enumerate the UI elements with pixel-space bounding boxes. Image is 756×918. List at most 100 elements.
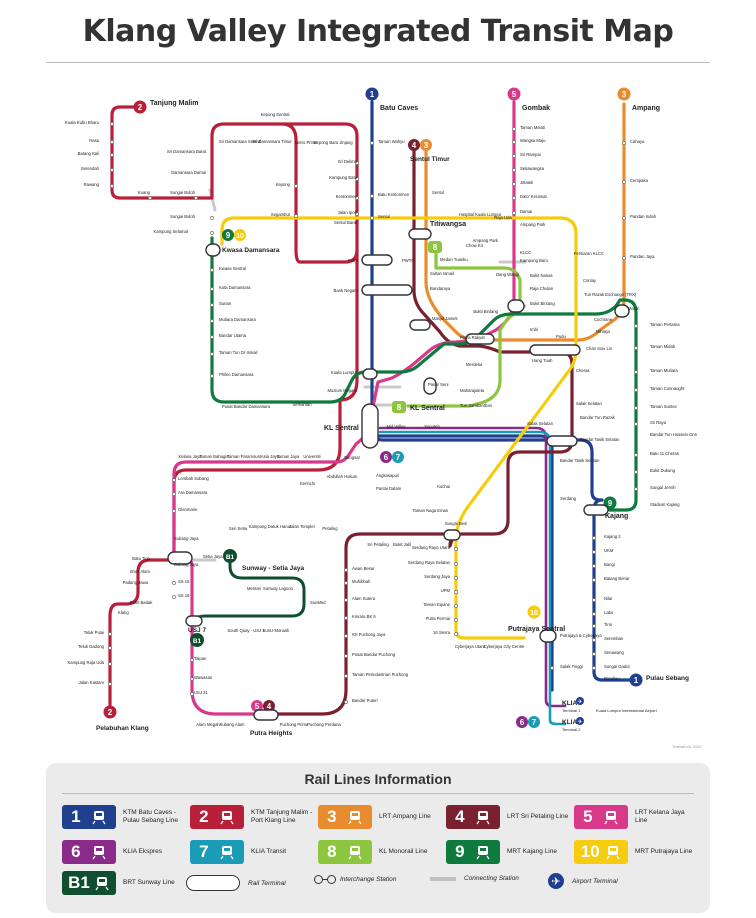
station-klang[interactable]: Klang xyxy=(118,610,129,615)
station-upm[interactable]: UPM xyxy=(441,588,451,593)
station-bandar-utama[interactable]: Bandar Utama xyxy=(219,333,247,338)
station-kuchai[interactable]: Kuchai xyxy=(437,484,450,489)
station-bandar-tun-hussein-onn[interactable]: Bandar Tun Hussein Onn xyxy=(650,432,698,437)
station-jinjang[interactable]: Jinjang xyxy=(339,140,353,145)
station-imbi[interactable]: Imbi xyxy=(530,327,538,332)
station-surian[interactable]: Surian xyxy=(219,301,232,306)
station-sentul2[interactable]: Sentul xyxy=(432,190,444,195)
lrt-kelana-jaya-line-5[interactable] xyxy=(172,100,516,716)
station-sungai-buloh2[interactable]: Sungai Buloh xyxy=(170,214,196,219)
station-raja-chulan[interactable]: Raja Chulan xyxy=(530,286,554,291)
station-damai[interactable]: Damai xyxy=(520,209,532,214)
station-salak-selatan2[interactable]: Salak Selatan xyxy=(527,421,554,426)
station-ss18[interactable]: SS 18 xyxy=(178,593,190,598)
station-putra-permai[interactable]: Putra Permai xyxy=(426,616,451,621)
station-taman-naga-emas[interactable]: Taman Naga Emas xyxy=(412,508,448,513)
station-kelana-jaya[interactable]: Kelana Jaya xyxy=(178,454,202,459)
station-nilai[interactable]: Nilai xyxy=(604,596,612,601)
station-pusat-bandar-damansara[interactable]: Pusat Bandar Damansara xyxy=(222,404,271,409)
station-seremban[interactable]: Seremban xyxy=(604,636,624,641)
station-sunway-lagoon[interactable]: Sunway Lagoon xyxy=(263,586,294,591)
station-chan-sow-lin[interactable]: Chan Sow Lin xyxy=(586,346,613,351)
station-labu[interactable]: Labu xyxy=(604,610,614,615)
station-serdang-raya-selatan[interactable]: Serdang Raya Selatan xyxy=(408,560,451,565)
station-bandar-tasik-selatan[interactable]: Bandar Tasik Selatan xyxy=(580,437,620,442)
station-glenmarie[interactable]: Glenmarie xyxy=(178,507,198,512)
station-south-quay[interactable]: South Quay - USJ 1 xyxy=(227,628,265,633)
mrt-putrajaya-line-10[interactable] xyxy=(220,216,578,640)
station-bandar-tun-razak[interactable]: Bandar Tun Razak xyxy=(580,415,616,420)
station-ukm[interactable]: UKM xyxy=(604,548,614,553)
station-maharajalela[interactable]: Maharajalela xyxy=(460,388,485,393)
station-sungai-jernih[interactable]: Sungai Jernih xyxy=(650,485,676,490)
station-kepong-baru[interactable]: Kepong Baru xyxy=(314,140,339,145)
station-ampang-park[interactable]: Ampang Park xyxy=(473,238,499,243)
station-kampung-raja-uda[interactable]: Kampung Raja Uda xyxy=(67,660,104,665)
station-sungai-besi[interactable]: Sungai Besi xyxy=(445,521,467,526)
station-ioi-puchong-jaya[interactable]: IOI Puchong Jaya xyxy=(352,632,386,637)
station-kota-damansara[interactable]: Kota Damansara xyxy=(219,285,251,290)
station-angkasapuri[interactable]: Angkasapuri xyxy=(376,473,399,478)
station-hospital-kl[interactable]: Hospital Kuala Lumpur xyxy=(459,212,502,217)
station-bangsar[interactable]: Bangsar xyxy=(344,455,360,460)
station-shah-alam[interactable]: Shah Alam xyxy=(130,569,151,574)
station-kepong[interactable]: Kepong xyxy=(276,182,291,187)
station-ttdi[interactable]: Taman Tun Dr Ismail xyxy=(219,350,257,355)
station-batu-tiga[interactable]: Batu Tiga xyxy=(132,556,150,561)
station-kwasa-sentral[interactable]: Kwasa Sentral xyxy=(219,266,246,271)
station-asia-jaya[interactable]: Asia Jaya xyxy=(261,454,280,459)
station-kerinchi[interactable]: Kerinchi xyxy=(300,481,315,486)
station-sentul[interactable]: Sentul xyxy=(378,214,390,219)
station-serdang-jaya[interactable]: Serdang Jaya xyxy=(424,574,451,579)
station-setiawangsa[interactable]: Setiawangsa xyxy=(520,166,545,171)
station-alam-sutera[interactable]: Alam Sutera xyxy=(352,596,376,601)
station-kentonmen[interactable]: Kentonmen xyxy=(336,194,358,199)
station-subang-jaya[interactable]: Subang Jaya xyxy=(174,536,199,541)
station-bandar-tasik-selatan2[interactable]: Bandar Tasik Selatan xyxy=(560,458,600,463)
station-dato-keramat[interactable]: Dato' Keramat xyxy=(520,194,547,199)
station-bangi[interactable]: Bangi xyxy=(604,562,615,567)
station-sunmed[interactable]: SunMed xyxy=(310,600,326,605)
station-persiaran-klcc[interactable]: Persiaran KLCC xyxy=(574,251,604,256)
station-universiti[interactable]: Universiti xyxy=(303,454,320,459)
station-stadium-kajang[interactable]: Stadium Kajang xyxy=(650,502,680,507)
station-serdang[interactable]: Serdang xyxy=(560,496,577,501)
station-ara-damansara[interactable]: Ara Damansara xyxy=(178,490,208,495)
station-medan-tuanku[interactable]: Medan Tuanku xyxy=(440,257,468,262)
station-sri-raya[interactable]: Sri Raya xyxy=(650,420,667,425)
station-bukit-badak[interactable]: Bukit Badak xyxy=(130,600,153,605)
station-abdullah-hukum[interactable]: Abdullah Hukum xyxy=(327,474,358,479)
station-cahaya[interactable]: Cahaya xyxy=(630,139,645,144)
station-taman-midah[interactable]: Taman Midah xyxy=(650,344,676,349)
station-metro-prima[interactable]: Metro Prima xyxy=(295,140,318,145)
station-senawang[interactable]: Senawang xyxy=(604,650,624,655)
station-batu-11-cheras[interactable]: Batu 11 Cheras xyxy=(650,451,679,456)
station-puchong-prima[interactable]: Puchong Prima xyxy=(280,722,309,727)
station-jalan-kastam[interactable]: Jalan Kastam xyxy=(79,680,105,685)
station-kampung-batu[interactable]: Kampung Batu xyxy=(329,175,357,180)
station-subang-jaya2[interactable]: Subang Jaya xyxy=(174,562,199,567)
interchange-stations[interactable] xyxy=(167,228,630,721)
station-tun-sambanthan[interactable]: Tun Sambanthan xyxy=(460,403,493,408)
station-padang-jawa[interactable]: Padang Jawa xyxy=(123,580,149,585)
station-taman-jaya[interactable]: Taman Jaya xyxy=(277,454,300,459)
station-muzium-negara[interactable]: Muzium Negara xyxy=(327,388,357,393)
station-masjid-jamek[interactable]: Masjid Jamek xyxy=(432,316,459,321)
station-alam-megah[interactable]: Alam Megah xyxy=(196,722,220,727)
station-bandar-puteri[interactable]: Bandar Puteri xyxy=(352,698,378,703)
station-pwtc[interactable]: PWTC xyxy=(402,258,414,263)
station-taman-paramount[interactable]: Taman Paramount xyxy=(227,454,262,459)
station-16-sierra[interactable]: 16 Sierra xyxy=(433,630,451,635)
station-putrajaya-cyberjaya[interactable]: Putrajaya & Cyberjaya xyxy=(560,633,602,638)
station-cheras[interactable]: Cheras xyxy=(576,368,590,373)
station-batu-kentonmen[interactable]: Batu Kentonmen xyxy=(378,192,410,197)
station-jelatek[interactable]: Jelatek xyxy=(520,180,534,185)
station-muhibbah[interactable]: Muhibbah xyxy=(352,579,371,584)
station-chow-kit[interactable]: Chow Kit xyxy=(466,243,484,248)
station-bukit-bintang[interactable]: Bukit Bintang xyxy=(530,301,555,306)
station-bukit-nanas[interactable]: Bukit Nanas xyxy=(530,273,553,278)
station-seputeh[interactable]: Seputeh xyxy=(424,424,440,429)
station-bandaraya[interactable]: Bandaraya xyxy=(430,286,451,291)
station-bukit-jalil[interactable]: Bukit Jalil xyxy=(393,542,411,547)
station-sri-rampai[interactable]: Sri Rampai xyxy=(520,152,541,157)
